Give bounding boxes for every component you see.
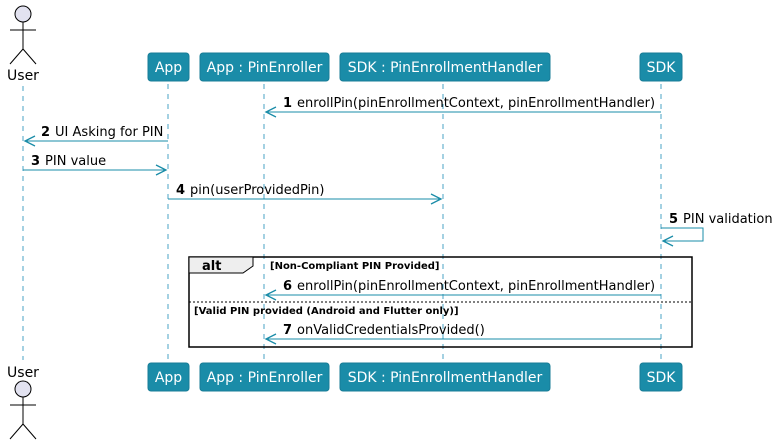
actor-user-bottom: User [7, 365, 39, 440]
participant-sdk-bottom: SDK [639, 362, 683, 392]
participant-enroller-bottom: App : PinEnroller [199, 362, 330, 392]
participant-app-label-bottom: App [155, 370, 182, 386]
alt-guard-2: [Valid PIN provided (Android and Flutter… [194, 306, 459, 317]
participant-handler-bottom: SDK : PinEnrollmentHandler [339, 362, 551, 392]
alt-keyword: alt [202, 259, 221, 274]
participant-handler-label-bottom: SDK : PinEnrollmentHandler [348, 370, 543, 386]
participant-enroller-top: App : PinEnroller [199, 52, 330, 82]
participant-app-top: App [147, 52, 190, 82]
participant-handler-label-top: SDK : PinEnrollmentHandler [348, 60, 543, 76]
participant-sdk-label-top: SDK [647, 60, 677, 76]
participant-app-bottom: App [147, 362, 190, 392]
participant-enroller-label-bottom: App : PinEnroller [207, 370, 323, 386]
alt-fragment: alt [Non-Compliant PIN Provided] [Valid … [188, 256, 693, 348]
alt-tab [188, 256, 254, 274]
actor-user-label-bottom: User [7, 365, 39, 381]
participant-handler-top: SDK : PinEnrollmentHandler [339, 52, 551, 82]
actor-head-icon [14, 380, 32, 398]
participant-sdk-label-bottom: SDK [647, 370, 677, 386]
participant-app-label-top: App [155, 60, 182, 76]
actor-head-icon [14, 5, 32, 23]
actor-user-top: User [7, 5, 39, 84]
participant-sdk-top: SDK [639, 52, 683, 82]
actor-user-label-top: User [7, 68, 39, 84]
participant-enroller-label-top: App : PinEnroller [207, 60, 323, 76]
alt-guard-1: [Non-Compliant PIN Provided] [270, 261, 440, 272]
